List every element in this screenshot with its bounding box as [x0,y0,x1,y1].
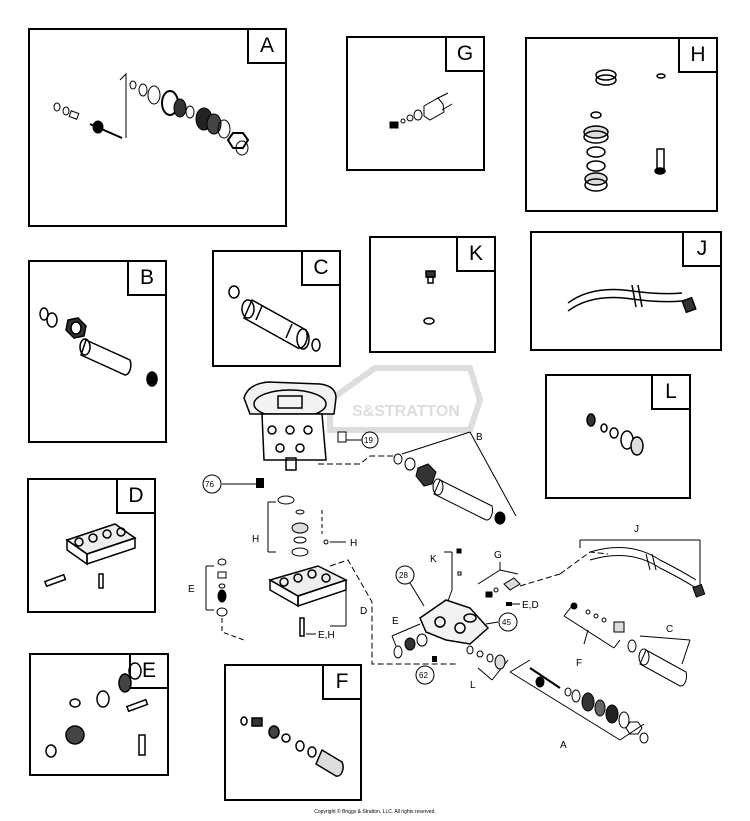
panel-k: K [369,236,496,353]
panel-d-label: D [116,480,154,514]
panel-f-parts [240,716,344,777]
panel-a-parts [53,72,250,156]
svg-text:E,D: E,D [522,600,539,611]
panel-e-label: E [129,655,167,689]
callout-g: G [494,550,502,561]
callout-k: K [430,554,437,565]
svg-text:62: 62 [419,671,428,680]
pump-head [419,599,490,645]
copyright-notice: Copyright © Briggs & Stratton, LLC. All … [314,809,436,815]
assembly-h-group [267,495,346,557]
assembly-l-group [466,645,509,681]
assembly-f-group [563,602,625,649]
panel-e-parts [45,662,149,758]
manifold-d [268,559,456,665]
panel-k-parts [423,270,436,325]
assembly-c-group [627,635,691,687]
callout-f: F [576,658,582,669]
assembly-e-left-group [205,558,245,641]
panel-g: G [346,36,485,171]
panel-b: B [28,260,167,443]
panel-c: C [212,250,341,367]
svg-text:45: 45 [502,618,511,627]
panel-h: H [525,37,718,212]
callout-e-h: E,H [318,630,335,641]
panel-c-parts [228,285,321,352]
panel-g-parts [389,92,453,129]
panel-j-label: J [682,233,720,267]
callout-d: D [360,606,367,617]
callout-b: B [476,432,483,443]
callout-a: A [560,740,567,751]
callout-62: 62 [415,656,437,685]
assembly-k-group [444,548,462,607]
callout-j: J [634,524,639,535]
callout-e-d: E,D [506,600,539,611]
assembly-g-group [477,562,521,598]
panel-c-label: C [301,252,339,286]
assembly-a-group [509,659,649,744]
panel-f-label: F [322,666,360,700]
panel-h-label: H [678,39,716,73]
svg-text:28: 28 [399,571,408,580]
callout-45: 45 [485,612,518,632]
panel-f: F [224,664,362,801]
panel-j: J [530,231,722,351]
svg-text:76: 76 [205,480,214,489]
watermark-logo: S&STRATTON [327,365,484,433]
panel-a: A [28,28,287,227]
callout-e1: E [188,584,195,595]
panel-e: E [29,653,169,776]
assembly-e-right-group [391,623,428,659]
panel-l-parts [586,413,644,456]
callout-c: C [666,624,673,635]
panel-l-label: L [651,376,689,410]
callout-e2: E [392,616,399,627]
panel-h-parts [583,69,666,192]
callout-28: 28 [395,565,425,607]
panel-d-parts [43,523,137,589]
motor-housing [243,381,337,471]
panel-j-parts [567,284,697,314]
callout-l: L [470,680,476,691]
panel-d: D [27,478,156,613]
callout-76: 76 [202,474,264,494]
panel-g-label: G [445,38,483,72]
panel-b-label: B [127,262,165,296]
svg-text:19: 19 [364,436,373,445]
assembly-j-group [519,539,706,598]
callout-h2: H [350,538,357,549]
panel-b-parts [39,307,158,387]
panel-a-label: A [247,30,285,64]
assembly-b-group [318,431,517,525]
panel-k-label: K [456,238,494,272]
callout-19: 19 [337,431,379,449]
callout-h1: H [252,534,259,545]
watermark-text: S&STRATTON [352,403,460,420]
panel-l: L [545,374,691,499]
